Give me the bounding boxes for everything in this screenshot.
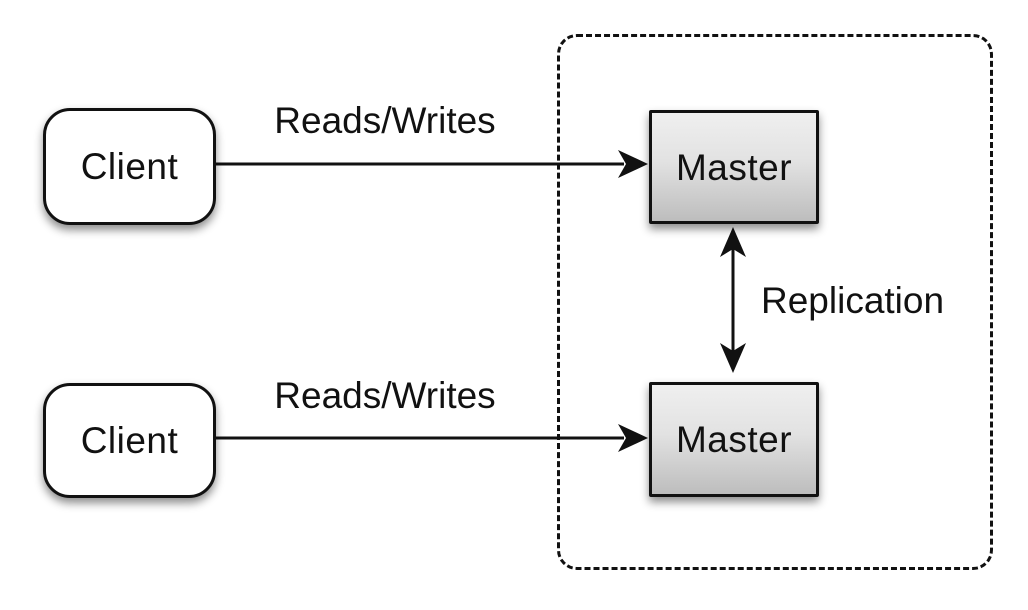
reads-writes-label-bottom: Reads/Writes [274,375,496,416]
replication-group-boundary [557,34,993,570]
node-master-top-label: Master [675,146,793,188]
node-master-top: Master [649,110,819,224]
replication-label: Replication [761,280,945,321]
node-client-bottom: Client [43,383,216,498]
node-client-top: Client [43,108,216,225]
node-client-top-label: Client [80,146,179,187]
reads-writes-label-top: Reads/Writes [274,100,496,141]
node-master-bottom-label: Master [675,419,793,460]
node-master-bottom: Master [649,382,819,497]
node-client-bottom-label: Client [80,420,179,461]
